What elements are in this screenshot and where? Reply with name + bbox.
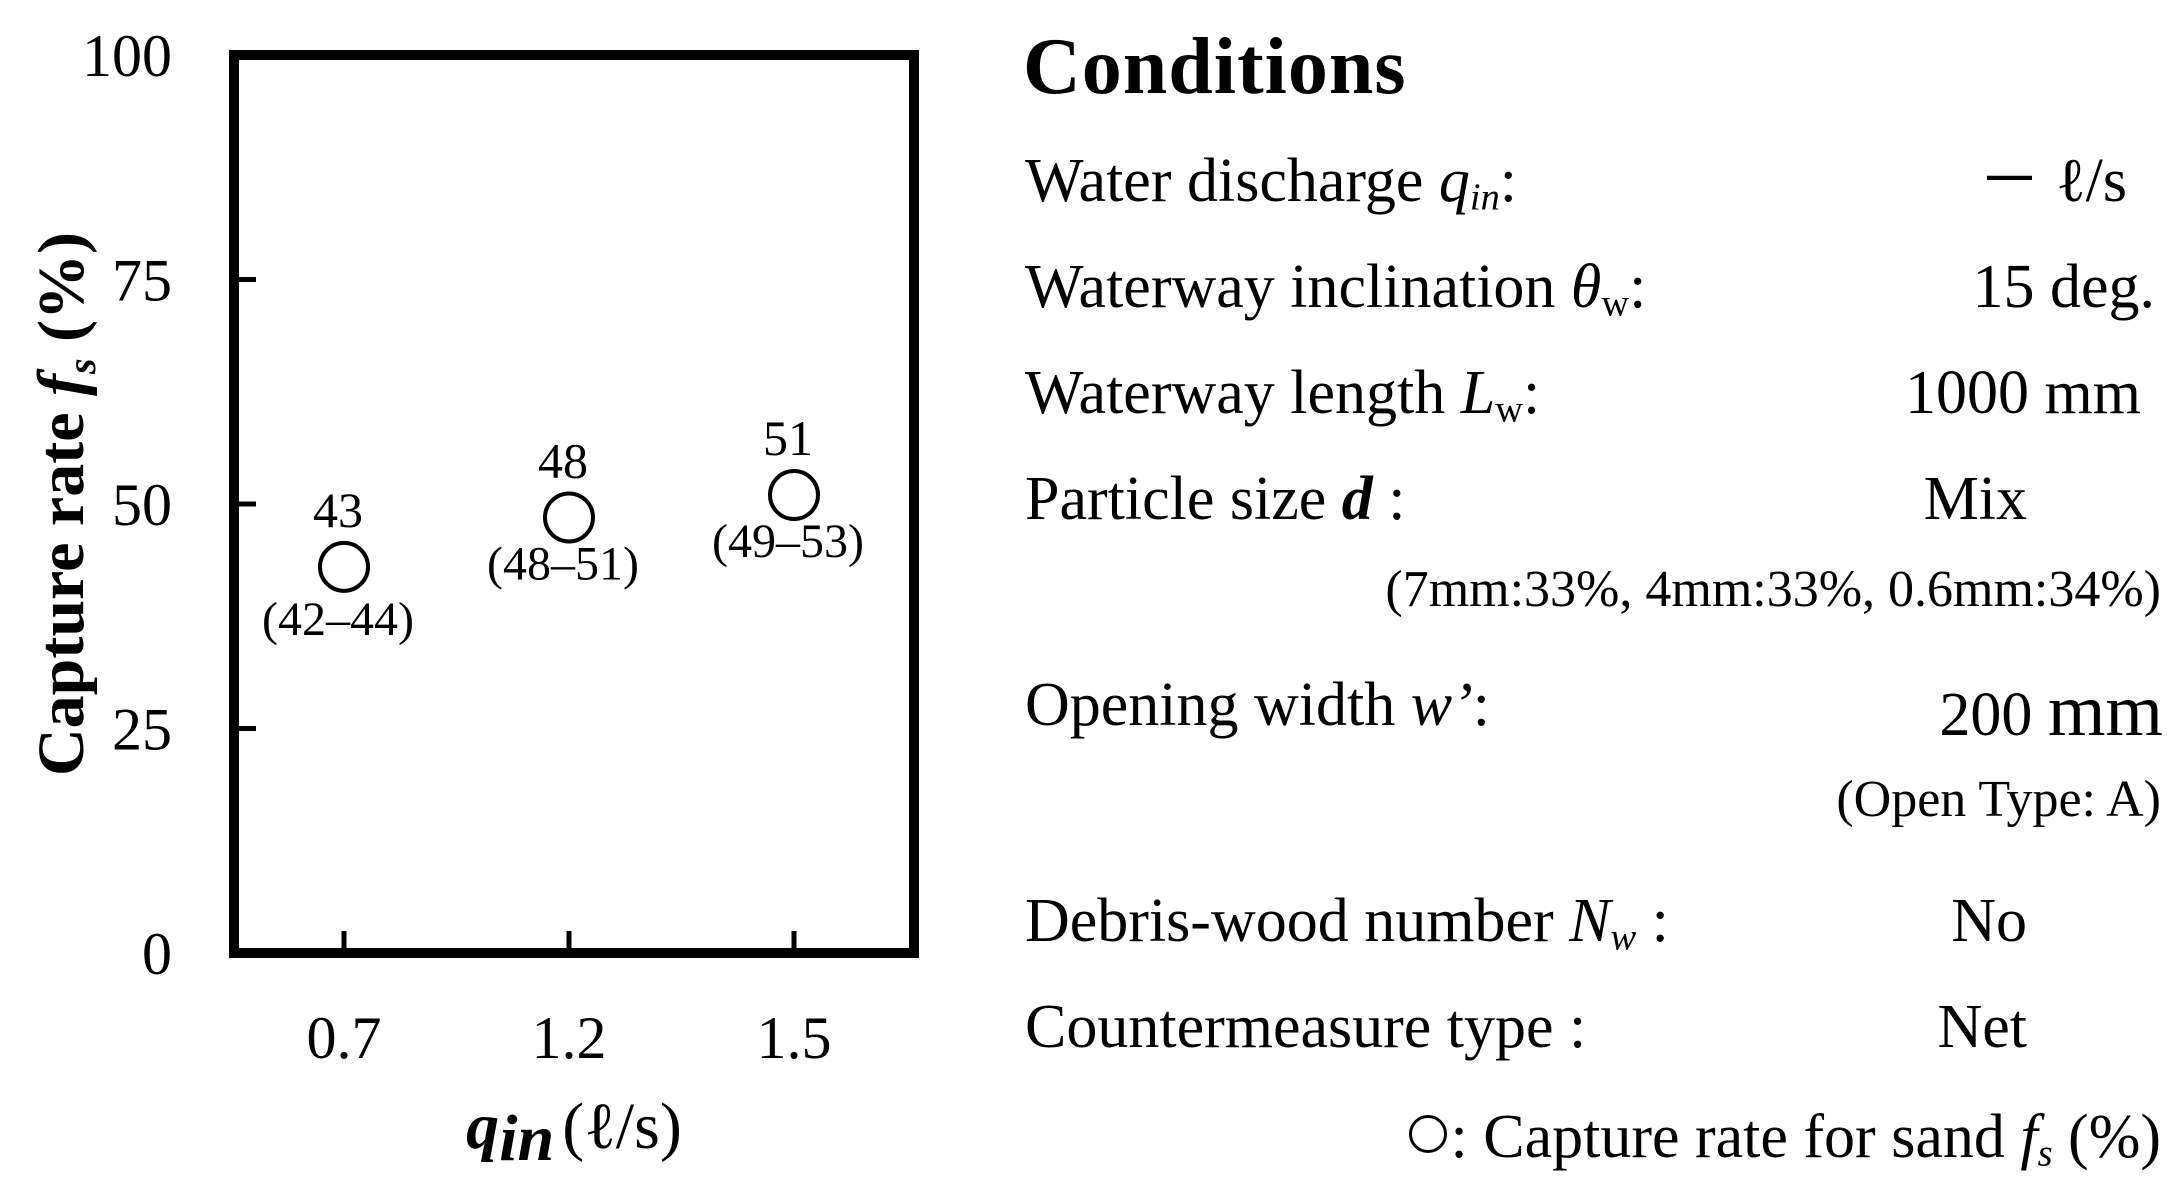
- data-point-circle: [768, 469, 820, 522]
- data-point-circle: [318, 540, 370, 593]
- debris-wood-label: Debris-wood number Nw :: [1025, 887, 1669, 959]
- waterway-length-label: Waterway length Lw:: [1025, 359, 1541, 431]
- x-tick-label: 0.7: [307, 1005, 382, 1071]
- legend: : Capture rate for sand fs (%): [1408, 1102, 2161, 1175]
- particle-size-value: Mix: [1923, 465, 2027, 533]
- y-tick-label: 25: [112, 697, 172, 763]
- countermeasure-value: Net: [1937, 993, 2027, 1061]
- data-value-label: 51: [763, 410, 813, 466]
- water-discharge-label: Water discharge qin:: [1025, 147, 1518, 219]
- waterway-inclination-label: Waterway inclination θw:: [1025, 253, 1647, 325]
- water-discharge-value: － ℓ/s: [1978, 147, 2127, 215]
- data-range-label: (49–53): [712, 515, 864, 568]
- countermeasure-label: Countermeasure type :: [1025, 993, 1587, 1061]
- x-axis-ticks: 0.7 1.2 1.5: [307, 931, 832, 1071]
- particle-size-note: (7mm:33%, 4mm:33%, 0.6mm:34%): [1385, 561, 2161, 618]
- opening-type-note: (Open Type: A): [1836, 771, 2161, 828]
- x-tick-label: 1.5: [757, 1005, 832, 1071]
- legend-open-circle-marker: [1408, 1115, 1447, 1153]
- y-tick-label: 100: [82, 23, 172, 89]
- capture-rate-chart: 0 25 50 75 100 0.7 1.2 1.5 43 (42–44) 48 (48–51) 5…: [25, 23, 919, 1175]
- data-value-label: 43: [313, 482, 363, 538]
- waterway-length-value: 1000 mm: [1905, 359, 2141, 427]
- particle-size-label: Particle size d :: [1025, 465, 1406, 533]
- y-axis-ticks: 0 25 50 75 100: [82, 23, 256, 987]
- x-tick-label: 1.2: [532, 1005, 607, 1071]
- data-range-label: (42–44): [262, 593, 414, 646]
- y-tick-label: 50: [112, 472, 172, 538]
- waterway-inclination-value: 15 deg.: [1972, 253, 2155, 321]
- x-axis-title: qin(ℓ/s): [466, 1090, 682, 1175]
- debris-wood-value: No: [1951, 887, 2027, 955]
- data-range-label: (48–51): [487, 537, 639, 590]
- data-point-circle: [543, 491, 595, 544]
- data-points: 43 (42–44) 48 (48–51) 51 (49–53): [262, 410, 864, 646]
- y-axis-title: Capture rate fs (%): [25, 232, 104, 776]
- conditions-title: Conditions: [1023, 23, 1407, 111]
- opening-width-label: Opening width w’:: [1025, 671, 1490, 739]
- data-value-label: 48: [538, 432, 588, 488]
- opening-width-value: 200 mm: [1939, 670, 2163, 752]
- y-tick-label: 75: [112, 248, 172, 314]
- y-tick-label: 0: [142, 921, 172, 987]
- conditions-panel: Conditions Water discharge qin: － ℓ/s Wa…: [1023, 0, 2163, 1190]
